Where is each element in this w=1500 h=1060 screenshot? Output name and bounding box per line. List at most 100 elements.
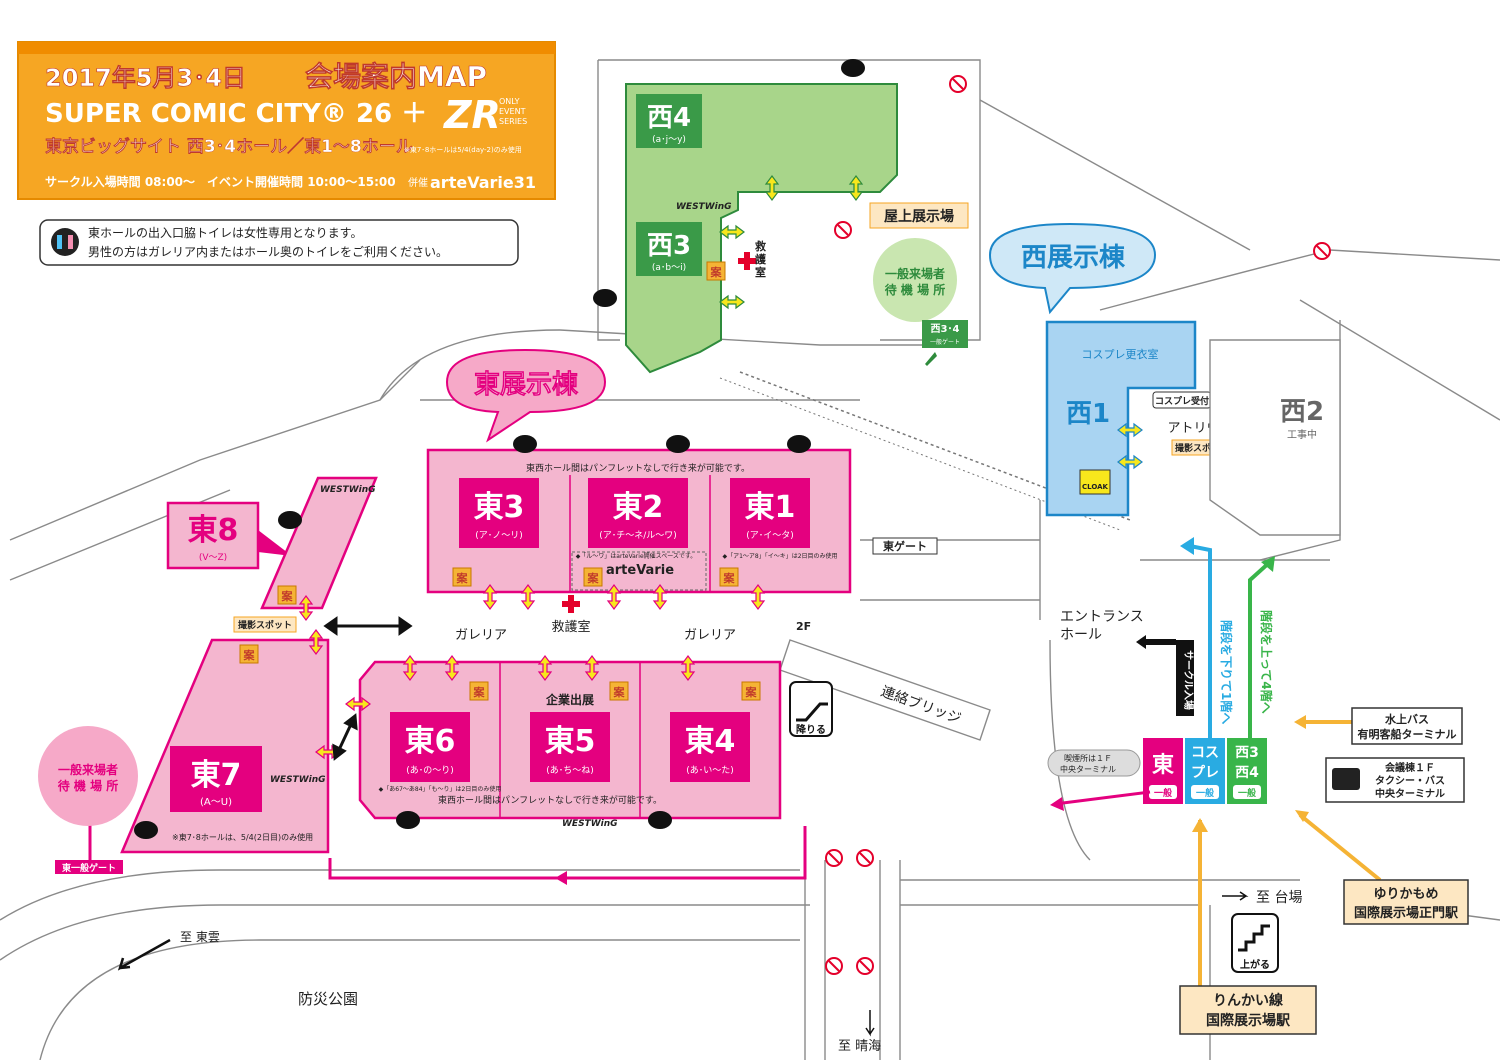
hall-e6-box[interactable]: [390, 712, 470, 782]
hall-e8-box[interactable]: [166, 501, 260, 570]
delivery-icons: [134, 59, 865, 839]
rooftop-label: 屋上展示場: [884, 208, 954, 225]
queue-cosplay[interactable]: コス プレ 一般: [1185, 738, 1225, 804]
westwing-logo-e8: WESTWinG: [320, 485, 376, 495]
west-building-bubble: [988, 222, 1157, 315]
westwing-logo-e7: WESTWinG: [270, 775, 326, 785]
smoking-box: [1047, 749, 1141, 777]
hall-w1-sub: コスプレ更衣室: [1082, 347, 1159, 361]
circle-entry-label: サークル入場: [1182, 650, 1195, 710]
hall-e7-box[interactable]: [170, 746, 262, 812]
escalator-up: 上がる: [1231, 913, 1279, 973]
hall-e4-name: 東4: [685, 724, 736, 759]
first-aid-label-w2: 護: [755, 252, 767, 266]
hall-e8-name: 東8: [188, 513, 239, 548]
waiting-east-2: 待 機 場 所: [58, 778, 119, 793]
event-date: 2017年5月3･4日: [45, 64, 246, 92]
hall-w4-box[interactable]: [636, 94, 702, 148]
up-to-4f: 階段を上って4階へ: [1259, 610, 1274, 714]
hall-e2-name: 東2: [613, 490, 664, 525]
queue-cos-2: プレ: [1191, 765, 1219, 781]
queue-west[interactable]: 西3 西4 一般: [1227, 738, 1267, 804]
water-bus[interactable]: 水上バス 有明客船ターミナル: [1294, 707, 1463, 745]
queue-west-2: 西4: [1235, 765, 1259, 781]
passage-arrows: [323, 616, 413, 761]
hall-e8-shape: [260, 476, 378, 610]
entrance-hall-1: エントランス: [1060, 609, 1144, 625]
hall-w3-sub: (a･b～i): [652, 263, 686, 273]
organizer-name: arteVarie31: [430, 173, 536, 192]
notice-line1: 東ホールの出入口脇トイレは女性専用となります。: [88, 225, 362, 240]
zr-sub1: ONLY: [499, 97, 520, 106]
rinkai-station[interactable]: りんかい線 国際展示場駅: [1179, 818, 1317, 1035]
hall-w4-sub: (a･j～y): [652, 135, 686, 145]
hall-e2-box[interactable]: [588, 478, 688, 548]
header-box: 2017年5月3･4日 会場案内MAP SUPER COMIC CITY® 26…: [17, 41, 556, 200]
toilet-icon: [51, 228, 79, 256]
info-badge-e8: [277, 585, 297, 605]
west-3-4-halls: 西4 (a･j～y) 西3 (a･b～i) WESTWinG 案: [625, 83, 898, 374]
go-down-label: 降りる: [796, 723, 826, 736]
artevarie-note: ◆「ル～ワ」はarteVarie開催スペースです。: [576, 552, 697, 560]
zr-sub2: EVENT: [499, 107, 526, 116]
bus-icon: [1332, 768, 1360, 790]
go-up-label: 上がる: [1240, 958, 1270, 971]
east-general-gate-box[interactable]: [55, 860, 123, 874]
galleria-label-right: ガレリア: [684, 628, 736, 643]
hall-w2-outline: [1209, 339, 1341, 536]
first-aid-west: 救 護 室: [738, 239, 767, 279]
galleria-label-left: ガレリア: [455, 628, 507, 643]
bus-2: タクシー・バス: [1375, 775, 1445, 787]
escalator-icon: [796, 702, 828, 722]
info-badge-e1: 案: [723, 571, 736, 585]
first-aid-label-w3: 室: [755, 265, 766, 279]
hall-w3-box[interactable]: [636, 222, 702, 276]
queue-west-1: 西3: [1235, 745, 1259, 761]
venue-text: 東京ビッグサイト 西3･4ホール／東1～8ホール: [45, 136, 413, 157]
hall-e5-box[interactable]: [530, 712, 610, 782]
queue-east-2: 一般: [1154, 787, 1173, 799]
info-badge-e7-text: 案: [243, 648, 256, 662]
yurikamome-1: ゆりかもめ: [1373, 887, 1438, 902]
waiting-area-west: [873, 238, 957, 322]
w1-door-arrows: [1117, 422, 1143, 470]
hall-e4-box[interactable]: [670, 712, 750, 782]
first-aid-east: 救護室: [551, 619, 590, 635]
bus-3: 中央ターミナル: [1375, 787, 1445, 800]
e8-pointer: [258, 530, 292, 556]
queue-east[interactable]: 東 一般: [1143, 738, 1183, 804]
route-green-head: [1261, 556, 1275, 572]
zr-logo: ZR: [443, 93, 501, 137]
yurikamome-station[interactable]: ゆりかもめ 国際展示場正門駅: [1295, 810, 1469, 925]
east-building-bubble: [445, 348, 607, 443]
hall-e3-box[interactable]: [459, 478, 539, 548]
w34-gate-box[interactable]: [922, 320, 968, 348]
westwing-logo-e5: WESTWinG: [562, 819, 618, 829]
bosai-park: 防災公園: [298, 990, 358, 1008]
cloak-icon: [1079, 469, 1111, 495]
circle-entry-box: [1176, 640, 1194, 716]
escalator-down: 降りる: [789, 681, 833, 737]
hall-w1-shape[interactable]: [1045, 320, 1197, 517]
hall-e5-name: 東5: [545, 724, 596, 759]
hall-e2-sub: (ア･チ～ネ/ル～ワ): [599, 530, 677, 541]
first-aid-label-w1: 救: [755, 239, 766, 253]
map-title: 会場案内MAP: [305, 60, 487, 93]
smoking-1: 喫煙所は１Ｆ: [1064, 753, 1112, 763]
bus-1: 会議棟１Ｆ: [1385, 761, 1435, 774]
hall-e8-sub: (V～Z): [199, 553, 227, 563]
to-daiba-arrow: [1222, 891, 1249, 901]
rinkai-1: りんかい線: [1213, 992, 1283, 1009]
to-harumi: 至 晴海: [838, 1039, 881, 1054]
waiting-west-1: 一般来場者: [885, 266, 945, 281]
info-badge-e3: 案: [456, 571, 469, 585]
hall-e1-box[interactable]: [730, 478, 810, 548]
event-name: SUPER COMIC CITY® 26 ＋: [45, 99, 427, 129]
east-upper-info-badges: 案 案 案: [452, 567, 739, 587]
bus-terminal[interactable]: 会議棟１Ｆ タクシー・バス 中央ターミナル: [1325, 757, 1465, 803]
water-bus-2: 有明客船ターミナル: [1358, 727, 1457, 741]
info-badge-w-text: 案: [710, 265, 723, 279]
to-daiba: 至 台場: [1256, 890, 1302, 906]
hall-w4-name: 西4: [647, 103, 691, 133]
